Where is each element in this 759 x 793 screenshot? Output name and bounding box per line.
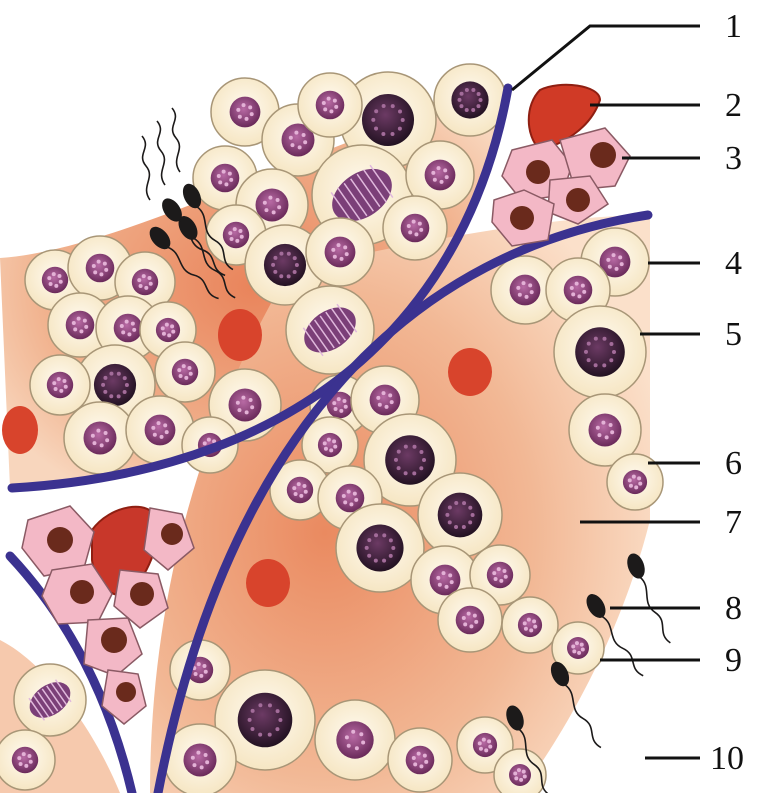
label-3: 3: [725, 140, 742, 177]
label-2: 2: [725, 87, 742, 124]
label-10: 10: [710, 740, 744, 777]
label-6: 6: [725, 445, 742, 482]
label-9: 9: [725, 642, 742, 679]
label-7: 7: [725, 504, 742, 541]
callout-labels: 1 2 3 4 5 6 7 8 9 10: [710, 8, 744, 777]
leader-line-1: [512, 26, 700, 90]
label-4: 4: [725, 245, 742, 282]
label-5: 5: [725, 316, 742, 353]
label-1: 1: [725, 8, 742, 45]
label-8: 8: [725, 590, 742, 627]
